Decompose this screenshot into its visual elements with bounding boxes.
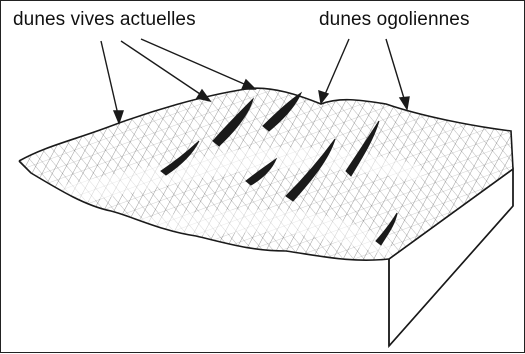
label-ogolian-dunes: dunes ogoliennes xyxy=(319,9,470,31)
label-active-dunes: dunes vives actuelles xyxy=(13,9,196,31)
